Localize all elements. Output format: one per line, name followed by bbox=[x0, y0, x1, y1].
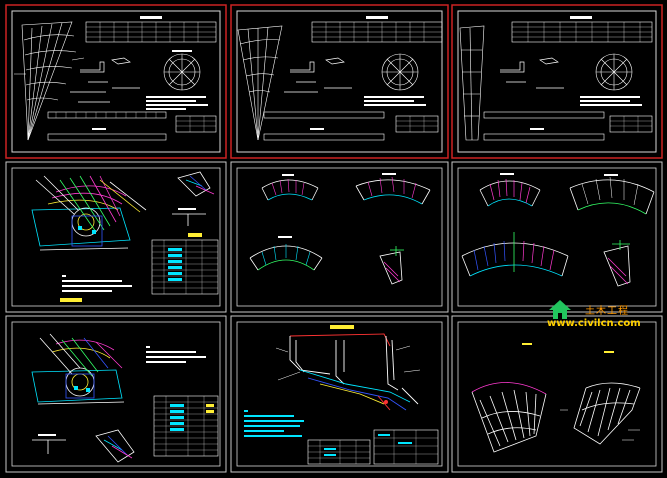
sheet-6[interactable] bbox=[451, 161, 663, 313]
watermark-url: www.civilcn.com bbox=[547, 318, 641, 329]
house-icon bbox=[549, 300, 571, 319]
sheet-2[interactable] bbox=[230, 4, 449, 159]
sheet-5[interactable] bbox=[230, 161, 449, 313]
sheet-4[interactable] bbox=[5, 161, 227, 313]
sheet-8[interactable] bbox=[230, 315, 449, 473]
watermark-logo: 土木工程 www.civilcn.com bbox=[545, 298, 641, 332]
sheet-7[interactable] bbox=[5, 315, 227, 473]
watermark-cn-text: 土木工程 bbox=[585, 306, 629, 317]
sheet-9[interactable] bbox=[451, 315, 663, 473]
sheet-1[interactable] bbox=[5, 4, 227, 159]
sheet-3[interactable] bbox=[451, 4, 663, 159]
